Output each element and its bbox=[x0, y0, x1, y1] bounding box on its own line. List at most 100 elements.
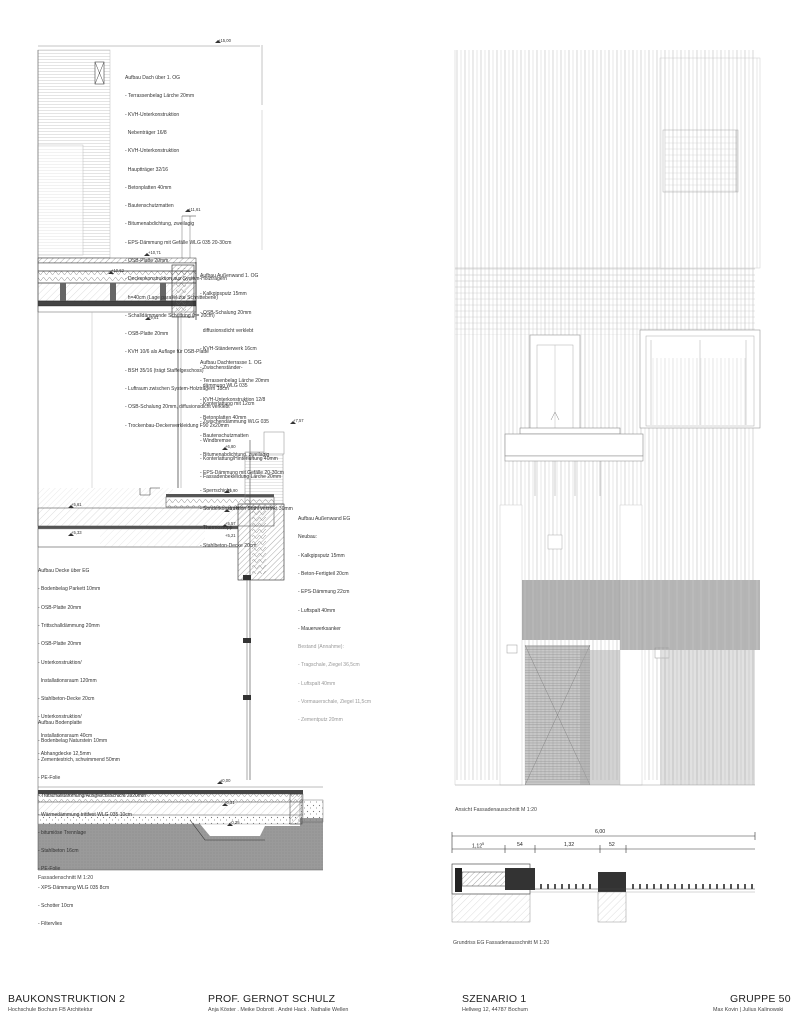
level-label: +11,61 bbox=[188, 207, 201, 212]
note-line: - KVH-Unterkonstruktion 12/8 bbox=[200, 396, 266, 403]
note-line: - Betonplatten 40mm bbox=[125, 184, 172, 191]
dimension-superscript: 5 bbox=[482, 842, 485, 846]
note-line: - PE-Folie bbox=[38, 866, 61, 873]
note-line: - Betonplatten 40mm bbox=[200, 415, 247, 422]
note-line: - Bitumenabdichtung, zweilagig bbox=[125, 221, 195, 228]
dimension-label: 54 bbox=[517, 842, 523, 848]
note-line: - Zementputz 20mm bbox=[298, 717, 343, 724]
note-wall-og-title: Aufbau Außenwand 1. OG bbox=[200, 273, 259, 280]
level-label: +5,57 bbox=[225, 521, 236, 526]
note-line: - Zwischenständer- bbox=[200, 364, 243, 371]
level-label: +15,00 bbox=[218, 38, 231, 43]
level-label: ±0,00 bbox=[220, 778, 231, 783]
level-label: +5,77 bbox=[227, 506, 238, 511]
note-line: - KVH-Unterkonstruktion bbox=[125, 111, 180, 118]
note-line: - Stahlbeton-Decke 20cm bbox=[38, 696, 95, 703]
note-line: dämmung WLG 035 bbox=[200, 382, 248, 389]
note-line: - Thermostopp bbox=[200, 524, 233, 531]
level-label: +5,21 bbox=[225, 533, 236, 538]
note-wall-eg: Aufbau Außenwand EG Neubau: - Kalkgipspu… bbox=[298, 504, 371, 729]
note-line: - Wärmedämmung trittfest WLG 035 10cm bbox=[38, 811, 132, 818]
note-wall-og: Aufbau Außenwand 1. OG - Kalkgipsputz 15… bbox=[200, 261, 281, 486]
note-line: - Konterlattung/Hinterlüftung 40mm bbox=[200, 456, 278, 462]
note-line: h=40cm (Lage parallel zur Schnittebene) bbox=[125, 294, 218, 301]
note-line: - Zementestrich, schwimmend 50mm bbox=[38, 756, 120, 763]
note-roof: Aufbau Dach über 1. OG - Terrassenbelag … bbox=[125, 63, 231, 435]
note-line: - Bodenbelag Parkett 10mm bbox=[38, 586, 101, 593]
footer-school: Hochschule Bochum FB Architektur bbox=[8, 1007, 93, 1013]
level-label: +7,57 bbox=[293, 418, 304, 423]
caption-elevation: Ansicht Fassadenausschnitt M 1:20 bbox=[455, 807, 537, 813]
note-line: - KVH-Ständerwerk 16cm bbox=[200, 346, 257, 353]
note-line: - Luftraum zwischen System-Holzträgern 1… bbox=[125, 385, 229, 392]
footer-address: Hellweg 12, 44787 Bochum bbox=[462, 1007, 528, 1013]
note-line: - BSH 35/16 (trägt Staffelgeschoss) bbox=[125, 367, 204, 374]
note-line: - Konterlattung mit 12cm bbox=[200, 401, 255, 408]
note-line: - Fassadenbekleidung Lärche 20mm bbox=[200, 474, 282, 481]
note-ceiling-eg: Aufbau Decke über EG - Bodenbelag Parket… bbox=[38, 556, 100, 763]
note-line: - EPS-Dämmung mit Gefälle 20-30cm bbox=[200, 469, 284, 476]
note-line: - Trittschalldämmung 20mm bbox=[38, 623, 100, 630]
note-line: - Stahlbeton 16cm bbox=[38, 848, 79, 855]
note-line: - Tragschale, Ziegel 36,5cm bbox=[298, 662, 360, 669]
dimension-total: 6,00 bbox=[595, 829, 606, 835]
note-line: - Kalkgipsputz 15mm bbox=[200, 291, 247, 298]
note-line: - XPS-Dämmung WLG 035 8cm bbox=[38, 884, 110, 891]
note-line: - Mauerwerksanker bbox=[298, 625, 341, 632]
note-line: - Deckenkonstruktion aus System-Holzträg… bbox=[125, 276, 227, 283]
note-line: - EPS-Dämmung 22cm bbox=[298, 589, 350, 596]
note-line: - Kalkgipsputz 15mm bbox=[298, 552, 345, 559]
note-line: - OSB-Platte 20mm bbox=[38, 641, 82, 648]
note-line: - PE-Folie bbox=[38, 775, 61, 782]
footer-members: Max Kovin | Julius Kalinowski bbox=[713, 1007, 784, 1013]
note-line: - Terrassenbelag Lärche 20mm bbox=[125, 93, 195, 100]
note-terrace: Aufbau Dachterrasse 1. OG - Terrassenbel… bbox=[200, 348, 293, 555]
note-line: - OSB-Platte 20mm bbox=[38, 604, 82, 611]
note-line: Hauptträger 32/16 bbox=[125, 166, 169, 173]
footer-prof: PROF. GERNOT SCHULZ bbox=[208, 993, 336, 1005]
note-line: Installationsraum 40cm bbox=[38, 732, 93, 739]
caption-section: Fassadenschnitt M 1:20 bbox=[38, 875, 94, 881]
note-line: diffusionsdicht verklebt bbox=[200, 328, 254, 335]
note-line: - Luftspalt 40mm bbox=[298, 680, 336, 687]
note-line: - KVH-Unterkonstruktion bbox=[125, 148, 180, 155]
note-line: Nebenträger 16/8 bbox=[125, 130, 167, 137]
note-line: - Luftspalt 40mm bbox=[298, 607, 336, 614]
level-label: -0,35 bbox=[230, 820, 240, 825]
note-line: - Unterkonstruktion/ bbox=[38, 714, 82, 721]
level-label: +5,61 bbox=[71, 502, 82, 507]
note-slab-title: Aufbau Bodenplatte bbox=[38, 720, 82, 727]
note-line: - Bautenschutzmatten bbox=[125, 203, 174, 210]
dimension-label: 1,32 bbox=[564, 842, 575, 848]
note-line: - Bitumenabdichtung, zweilagig bbox=[200, 451, 270, 458]
note-line: - Filtervlies bbox=[38, 921, 63, 928]
level-label: +5,33 bbox=[71, 530, 82, 535]
caption-plan: Grundriss EG Fassadenausschnitt M 1:20 bbox=[453, 940, 550, 946]
note-line: - OSB-Schalung 20mm, diffusionsdicht ver… bbox=[125, 404, 230, 411]
note-line: - EPS-Dämmung mit Gefälle WLG 035 20-30c… bbox=[125, 239, 232, 246]
level-label: -0,31 bbox=[225, 800, 235, 805]
level-label: +6,80 bbox=[225, 444, 236, 449]
note-line: - Terrassenbelag Lärche 20mm bbox=[200, 378, 270, 385]
note-line: - Sonderkonstruktion Stahl verzinkt 30mm bbox=[200, 506, 293, 513]
footer-group: GRUPPE 50 bbox=[730, 993, 791, 1005]
dimension-label: 1,125 bbox=[472, 842, 484, 850]
note-line: - bitumiöse Trennlage bbox=[38, 829, 87, 836]
note-line: - Zwischendämmung WLG 035 bbox=[200, 419, 269, 426]
footer-staff: Anja Köster . Meike Dobrott . André Hack… bbox=[208, 1007, 349, 1013]
note-line: - Trittschalldämmung/Ausgleichsschicht 2… bbox=[38, 793, 147, 800]
note-line: - Sperrschicht bbox=[200, 488, 231, 495]
footer-scenario: SZENARIO 1 bbox=[462, 993, 527, 1005]
note-line: - Vormauerschale, Ziegel 11,5cm bbox=[298, 699, 371, 705]
note-line: - Trockenbau-Deckenverkleidung F90 2x20m… bbox=[125, 422, 229, 429]
note-slab: Aufbau Bodenplatte - Bodenbelag Naturste… bbox=[38, 708, 146, 933]
dimension-value: 1,12 bbox=[472, 843, 483, 850]
note-terrace-title: Aufbau Dachterrasse 1. OG bbox=[200, 360, 262, 367]
note-line: - OSB-Platte 20mm bbox=[125, 258, 169, 264]
note-line: - Windbremse bbox=[200, 437, 232, 444]
dimension-label: 52 bbox=[609, 842, 615, 848]
note-wall-eg-existing-title: Bestand (Annahme): bbox=[298, 644, 344, 651]
